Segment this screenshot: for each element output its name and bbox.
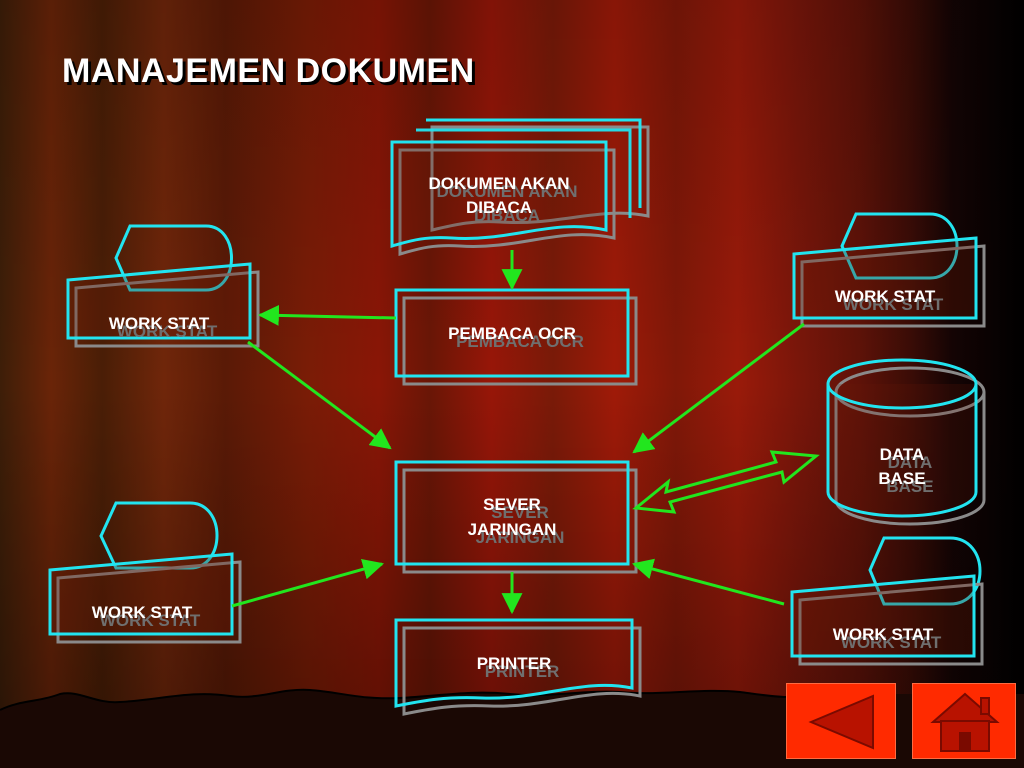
left-triangle-icon <box>808 694 874 750</box>
document-stack-label-line2: DIBACA <box>466 198 532 217</box>
arrow-right-bottom-workstation-to-server <box>631 558 785 606</box>
database-label-line2: BASE <box>878 469 925 488</box>
workstation-right-bottom-shadow-label: WORK STAT <box>841 633 942 652</box>
ocr-reader-node: PEMBACA OCR PEMBACA OCR <box>394 288 638 386</box>
arrow-left-workstation-to-server <box>231 558 385 608</box>
back-button[interactable] <box>786 683 896 759</box>
network-server-label-line2: JARINGAN <box>468 520 557 539</box>
printer-node: PRINTER PRINTER <box>394 618 642 716</box>
workstation-left-top: WORK STAT WORK STAT <box>66 224 260 348</box>
database-label-line1: DATA <box>880 445 925 464</box>
workstation-left-top-shadow-label: WORK STAT <box>117 322 218 341</box>
home-button[interactable] <box>912 683 1016 759</box>
network-server-shadow-line2: JARINGAN <box>476 528 565 547</box>
database-shadow-line1: DATA <box>888 453 933 472</box>
arrow-workstation-to-server <box>247 340 392 450</box>
workstation-right-top-label: WORK STAT <box>835 287 936 306</box>
ocr-reader-label: PEMBACA OCR <box>448 324 576 343</box>
workstation-left-bottom: WORK STAT WORK STAT <box>48 501 242 644</box>
network-server-node: SEVER JARINGAN SEVER JARINGAN <box>394 460 638 574</box>
ocr-reader-shadow-label: PEMBACA OCR <box>456 332 584 351</box>
workstation-right-top: WORK STAT WORK STAT <box>792 212 986 328</box>
workstation-right-bottom-label: WORK STAT <box>833 625 934 644</box>
document-stack-label-line1: DOKUMEN AKAN <box>428 174 569 193</box>
home-icon <box>930 692 1000 752</box>
workstation-left-top-label: WORK STAT <box>109 314 210 333</box>
printer-label: PRINTER <box>477 654 552 673</box>
network-server-label-line1: SEVER <box>483 495 541 514</box>
workstation-right-bottom: WORK STAT WORK STAT <box>790 536 984 666</box>
arrow-server-database-bidirectional <box>632 450 820 514</box>
slide-title: MANAJEMEN DOKUMEN <box>62 52 475 90</box>
arrow-right-workstation-to-server <box>632 322 805 454</box>
document-stack-shadow-line2: DIBACA <box>474 206 540 225</box>
document-stack-shadow-line1: DOKUMEN AKAN <box>436 182 577 201</box>
workstation-right-top-shadow-label: WORK STAT <box>843 295 944 314</box>
network-server-shadow-line1: SEVER <box>491 503 549 522</box>
workstation-left-bottom-shadow-label: WORK STAT <box>100 611 201 630</box>
database-node: DATA BASE DATA BASE <box>826 358 986 526</box>
printer-shadow-label: PRINTER <box>485 662 560 681</box>
workstation-left-bottom-label: WORK STAT <box>92 603 193 622</box>
arrow-ocr-to-workstation <box>257 304 397 326</box>
database-shadow-line2: BASE <box>886 477 933 496</box>
document-stack-node: DOKUMEN AKAN DIBACA DOKUMEN AKAN DIBACA <box>390 118 650 256</box>
